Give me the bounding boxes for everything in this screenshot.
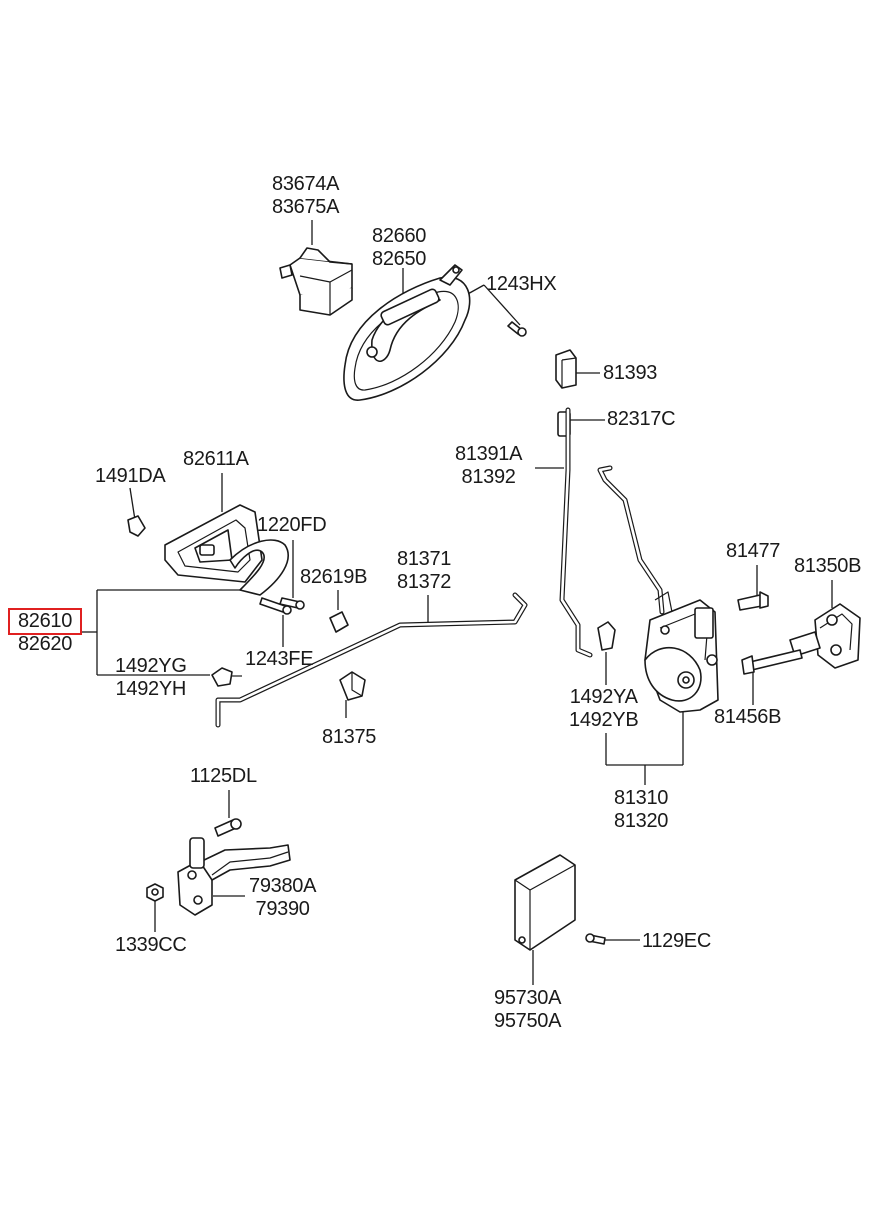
label-1243fe[interactable]: 1243FE: [245, 648, 314, 671]
label-1243hx[interactable]: 1243HX: [486, 273, 557, 296]
label-82660[interactable]: 82660 82650: [372, 225, 426, 271]
label-1125dl-line1: 1125DL: [190, 765, 257, 787]
label-81477-line1: 81477: [726, 540, 781, 562]
label-83674a-line2: 83675A: [272, 196, 340, 218]
clip-81375[interactable]: [339, 671, 366, 701]
label-1339cc-line1: 1339CC: [115, 934, 187, 956]
module-95730a[interactable]: [514, 854, 576, 951]
screw-1220fd[interactable]: [279, 597, 305, 610]
label-82317c-line1: 82317C: [607, 408, 676, 430]
latch-rod[interactable]: [597, 465, 665, 615]
label-82620[interactable]: 82620: [10, 633, 80, 656]
label-81456b-line1: 81456B: [714, 706, 782, 728]
label-82660-line1: 82660: [372, 225, 427, 247]
label-79380a[interactable]: 79380A 79390: [249, 875, 316, 921]
label-81310-line1: 81310: [614, 787, 669, 809]
label-81477[interactable]: 81477: [726, 540, 780, 563]
leader-lines: [82, 220, 833, 985]
label-1491da-line1: 1491DA: [95, 465, 166, 487]
rod-81391a[interactable]: [559, 407, 593, 658]
bolt-1125dl[interactable]: [214, 818, 242, 837]
label-95730a-line1: 95730A: [494, 987, 562, 1009]
label-1220fd[interactable]: 1220FD: [257, 514, 327, 537]
screw-81477[interactable]: [737, 591, 769, 611]
screw-1129ec[interactable]: [585, 933, 606, 945]
label-81310[interactable]: 81310 81320: [614, 787, 668, 833]
label-1492ya[interactable]: 1492YA 1492YB: [569, 686, 639, 732]
label-95730a[interactable]: 95730A 95750A: [494, 987, 561, 1033]
nut-1339cc[interactable]: [146, 883, 164, 902]
label-95730a-line2: 95750A: [494, 1010, 562, 1032]
label-1129ec-line1: 1129EC: [642, 930, 711, 952]
label-1220fd-line1: 1220FD: [257, 514, 327, 536]
label-1125dl[interactable]: 1125DL: [190, 765, 257, 788]
label-82610-line1: 82610: [17, 610, 73, 632]
label-82610-line2: 82620: [17, 633, 73, 655]
label-1129ec[interactable]: 1129EC: [642, 930, 711, 953]
label-83674a-line1: 83674A: [272, 173, 340, 195]
door-latch-81310[interactable]: [644, 591, 719, 713]
label-83674a[interactable]: 83674A 83675A: [272, 173, 339, 219]
screw-1243fe[interactable]: [259, 597, 292, 615]
label-1243hx-line1: 1243HX: [486, 273, 557, 295]
bolt-81456b[interactable]: [741, 649, 803, 675]
label-82619b[interactable]: 82619B: [300, 566, 367, 589]
label-81350b[interactable]: 81350B: [794, 555, 861, 578]
label-81391a[interactable]: 81391A 81392: [455, 443, 522, 489]
label-1492yg-line2: 1492YH: [115, 678, 187, 700]
label-1339cc[interactable]: 1339CC: [115, 934, 187, 957]
inside-handle-82611a[interactable]: [164, 504, 263, 583]
label-1492ya-line1: 1492YA: [569, 686, 638, 708]
label-81391a-line2: 81392: [461, 466, 516, 488]
label-82317c[interactable]: 82317C: [607, 408, 676, 431]
door-checker-79380a[interactable]: [177, 837, 291, 916]
label-81393-line1: 81393: [603, 362, 658, 384]
clip-1492yg[interactable]: [211, 667, 242, 687]
label-1492ya-line2: 1492YB: [569, 709, 639, 731]
inside-handle-lever-82610[interactable]: [229, 539, 289, 596]
label-1491da[interactable]: 1491DA: [95, 465, 166, 488]
cap-82619b[interactable]: [329, 611, 349, 633]
screw-1243hx[interactable]: [507, 321, 527, 337]
label-81310-line2: 81320: [614, 810, 669, 832]
label-82611a-line1: 82611A: [183, 448, 249, 470]
clip-1492ya[interactable]: [597, 621, 616, 651]
label-82610-highlighted[interactable]: 82610: [8, 608, 82, 635]
label-81371-line1: 81371: [397, 548, 452, 570]
clip-81393[interactable]: [555, 349, 577, 389]
label-82611a[interactable]: 82611A: [183, 448, 249, 471]
label-81393[interactable]: 81393: [603, 362, 657, 385]
label-82660-line2: 82650: [372, 248, 427, 270]
label-81375[interactable]: 81375: [322, 726, 376, 749]
label-81456b[interactable]: 81456B: [714, 706, 781, 729]
bracket-83674a[interactable]: [279, 247, 353, 316]
label-81350b-line1: 81350B: [794, 555, 862, 577]
label-81391a-line1: 81391A: [455, 443, 523, 465]
label-79380a-line2: 79390: [255, 898, 310, 920]
rod-81371[interactable]: [215, 592, 528, 728]
label-81375-line1: 81375: [322, 726, 377, 748]
striker-81350b[interactable]: [789, 603, 861, 669]
outside-handle-82660[interactable]: [343, 264, 471, 401]
label-82619b-line1: 82619B: [300, 566, 368, 588]
label-81371[interactable]: 81371 81372: [397, 548, 451, 594]
clip-1491da[interactable]: [127, 515, 146, 537]
label-1492yg[interactable]: 1492YG 1492YH: [115, 655, 187, 701]
label-81371-line2: 81372: [397, 571, 452, 593]
label-79380a-line1: 79380A: [249, 875, 317, 897]
label-1492yg-line1: 1492YG: [115, 655, 187, 677]
label-1243fe-line1: 1243FE: [245, 648, 314, 670]
